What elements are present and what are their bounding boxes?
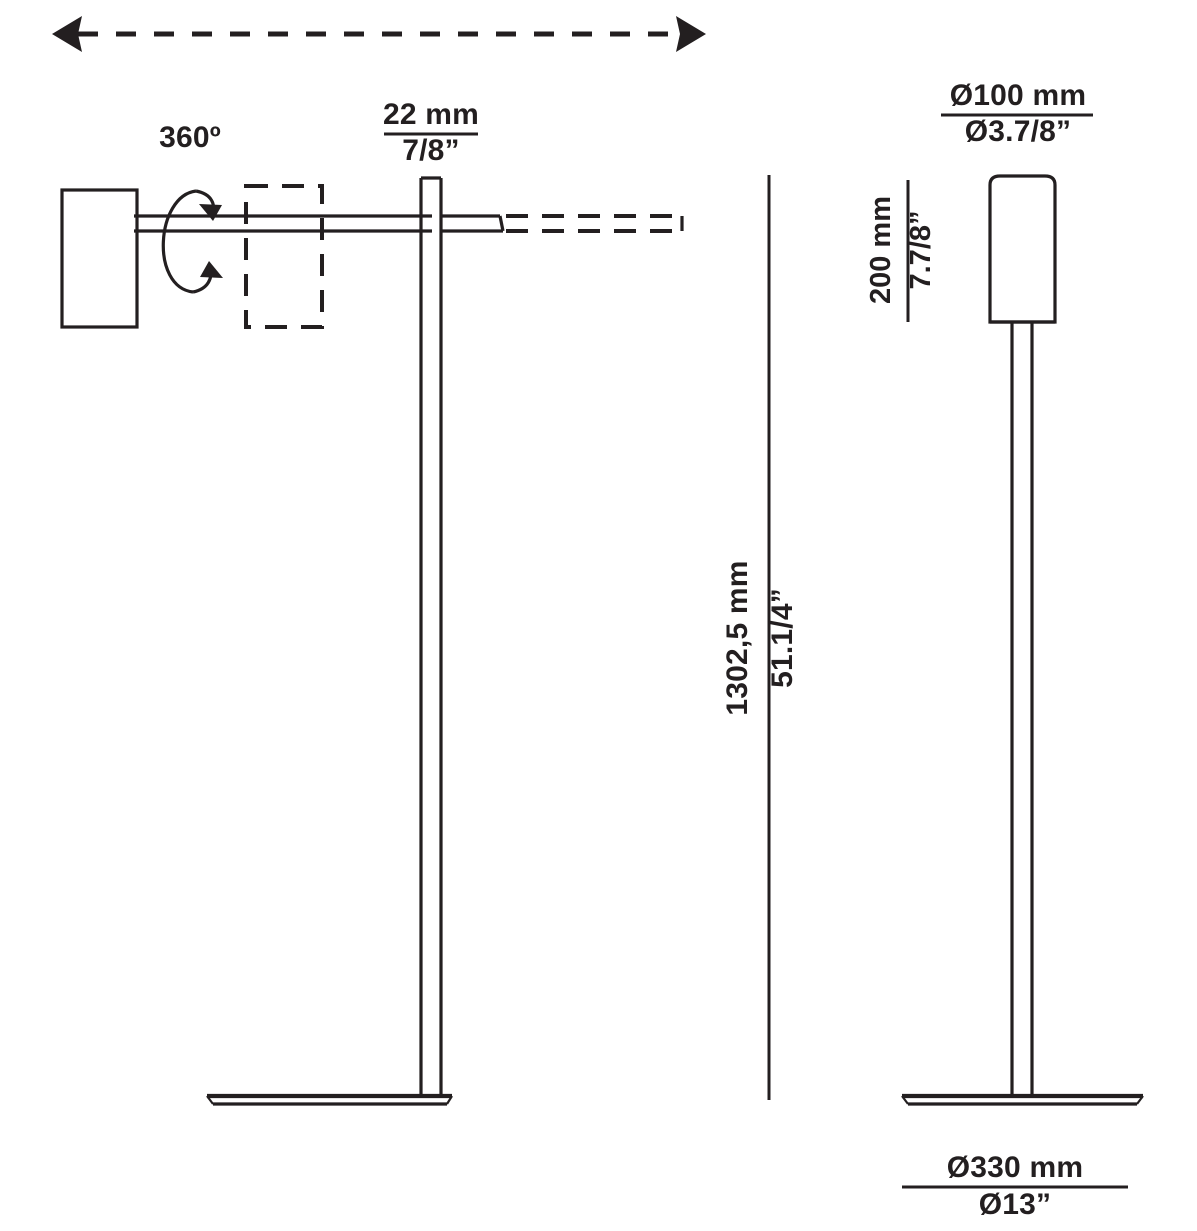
total-height-mm: 1302,5 mm <box>721 560 754 715</box>
right-base-left-bevel <box>901 1095 909 1105</box>
shade-diameter-inch: Ø3.7/8” <box>965 115 1071 148</box>
rotation-label: 360º <box>159 121 221 154</box>
right-view-group <box>901 174 1144 1106</box>
lamp-head-dashed-alternate <box>244 184 324 329</box>
rotation-arrow-icon <box>161 189 223 294</box>
lamp-head-solid <box>60 188 139 329</box>
lamp-shade-cylinder <box>988 174 1057 324</box>
base-diameter-inch: Ø13” <box>979 1188 1052 1221</box>
rotation-arrowhead-top <box>199 204 222 221</box>
shade-outline <box>988 174 1057 324</box>
base-diameter-mm: Ø330 mm <box>947 1151 1083 1184</box>
arrow-left-icon <box>52 16 82 52</box>
arm-stub-end-cap <box>498 215 505 232</box>
left-view-group <box>60 176 684 1106</box>
base-right-bevel <box>446 1095 453 1105</box>
shade-height-dimension: 200 mm 7.7/8” <box>865 180 937 322</box>
top-span-arrow <box>52 16 706 52</box>
rotation-arrowhead-bottom <box>200 261 223 278</box>
arrow-right-icon <box>676 16 706 52</box>
stem-width-mm: 22 mm <box>383 98 479 131</box>
stem-width-dimension: 22 mm 7/8” <box>383 98 479 167</box>
shade-height-mm: 200 mm <box>865 196 897 304</box>
base-right-view <box>901 1093 1144 1106</box>
right-base-right-bevel <box>1136 1095 1144 1105</box>
shade-diameter-dimension: Ø100 mm Ø3.7/8” <box>941 79 1093 148</box>
base-left-view <box>206 1093 453 1106</box>
total-height-dimension: 1302,5 mm 51.1/4” <box>721 175 799 1100</box>
base-left-bevel <box>206 1095 214 1105</box>
shade-diameter-mm: Ø100 mm <box>950 79 1086 112</box>
base-diameter-dimension: Ø330 mm Ø13” <box>902 1151 1128 1221</box>
shade-height-inch: 7.7/8” <box>905 211 937 290</box>
stem-width-inch: 7/8” <box>402 134 460 167</box>
total-height-inch: 51.1/4” <box>766 588 799 688</box>
